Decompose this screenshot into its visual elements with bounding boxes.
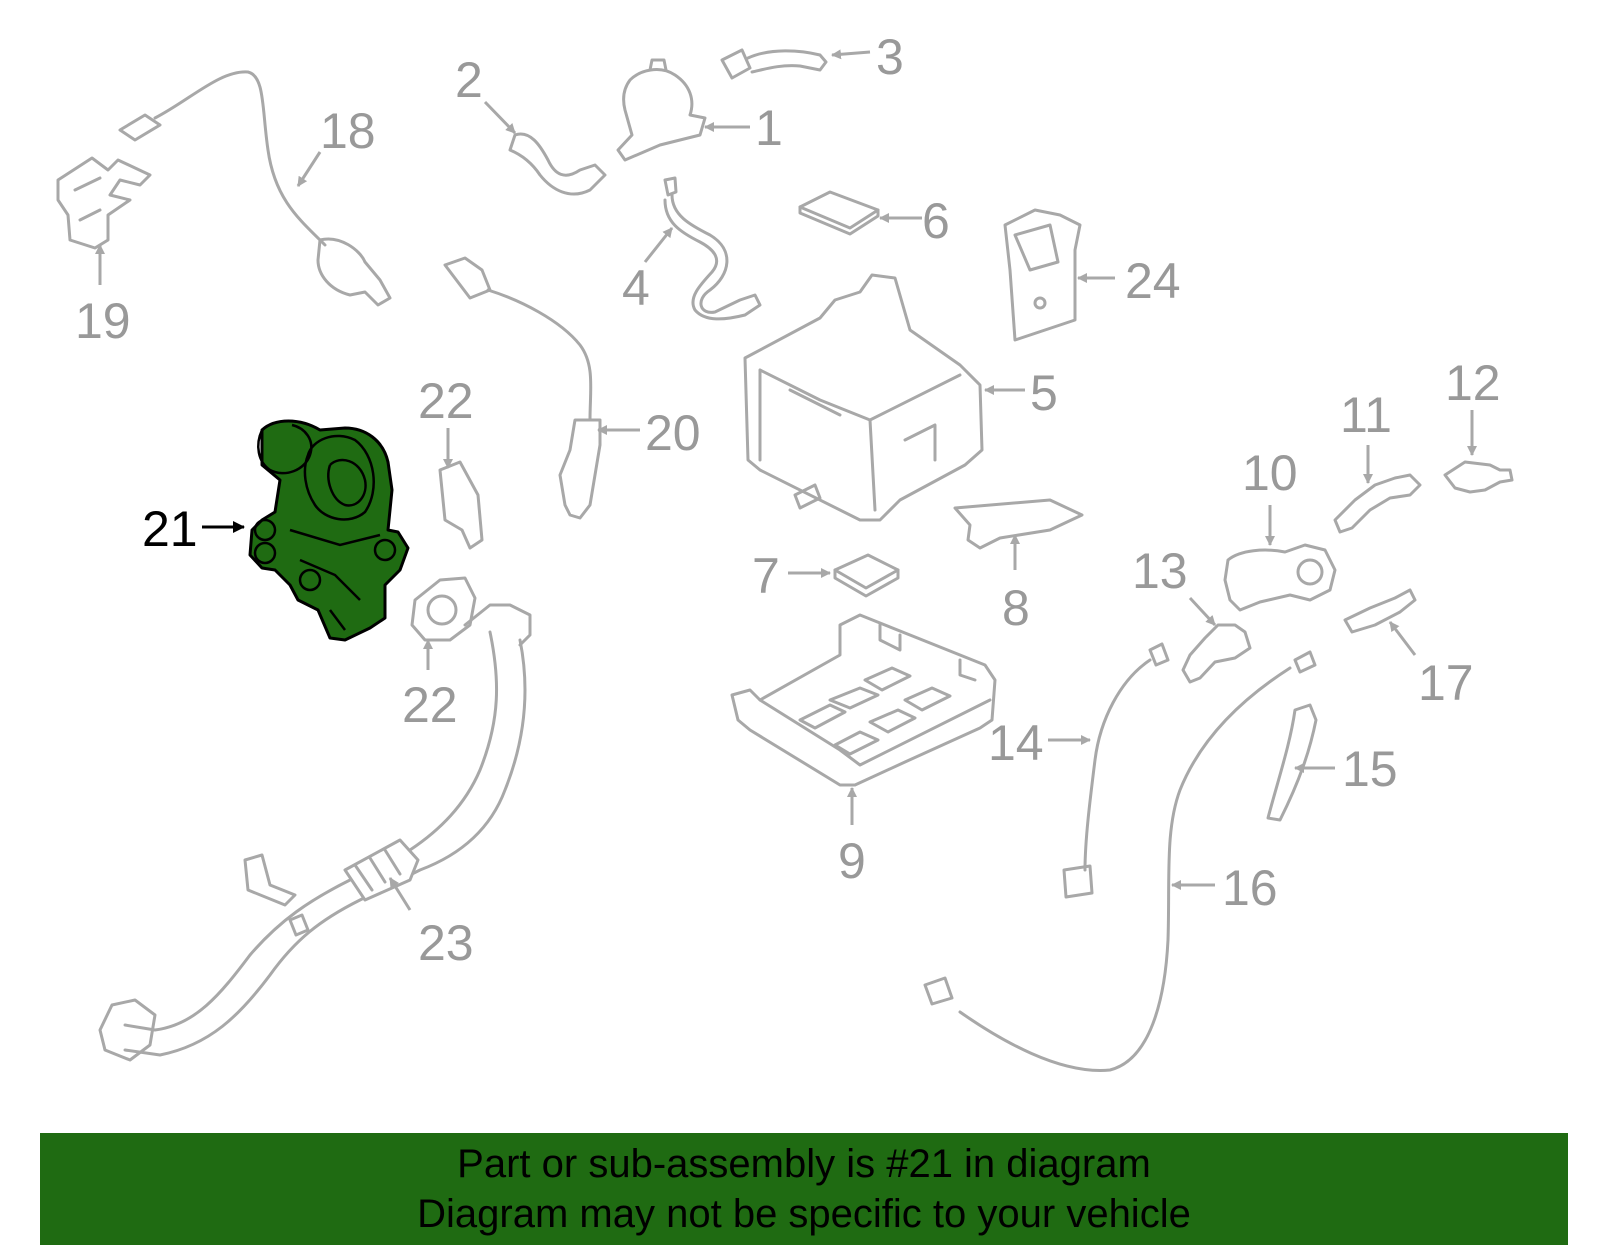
callout-4: 4 bbox=[622, 260, 650, 316]
callout-8: 8 bbox=[1002, 580, 1030, 636]
part-18-sensor[interactable] bbox=[118, 70, 392, 307]
part-17-hose[interactable] bbox=[1343, 588, 1417, 634]
info-banner: Part or sub-assembly is #21 in diagram D… bbox=[40, 1133, 1568, 1245]
part-6-pad[interactable] bbox=[798, 190, 880, 236]
callout-6: 6 bbox=[922, 193, 950, 249]
part-14-harness[interactable] bbox=[1062, 642, 1170, 899]
part-11-hose[interactable] bbox=[1333, 473, 1422, 534]
part-3-connector[interactable] bbox=[720, 48, 828, 80]
part-22-lower-gasket[interactable] bbox=[410, 576, 477, 642]
part-4-pipe[interactable] bbox=[663, 176, 762, 321]
part-10-housing[interactable] bbox=[1223, 543, 1337, 612]
callout-22-lower: 22 bbox=[402, 677, 458, 733]
part-21-egr-valve-highlighted[interactable] bbox=[248, 419, 410, 642]
part-23-egr-pipe[interactable] bbox=[98, 603, 532, 1062]
callout-22-upper: 22 bbox=[418, 373, 474, 429]
callout-7: 7 bbox=[752, 548, 780, 604]
callout-2: 2 bbox=[455, 52, 483, 108]
part-24-bracket[interactable] bbox=[1003, 208, 1082, 342]
part-19-bracket[interactable] bbox=[56, 156, 152, 250]
callout-3: 3 bbox=[876, 29, 904, 85]
callout-23: 23 bbox=[418, 915, 474, 971]
callout-20: 20 bbox=[645, 405, 701, 461]
callout-21-highlighted: 21 bbox=[142, 501, 198, 557]
callout-24: 24 bbox=[1125, 253, 1181, 309]
banner-line-2: Diagram may not be specific to your vehi… bbox=[417, 1192, 1191, 1236]
part-13-connector[interactable] bbox=[1181, 623, 1252, 684]
part-2-hose[interactable] bbox=[508, 132, 607, 196]
callout-16: 16 bbox=[1222, 860, 1278, 916]
part-7-pad[interactable] bbox=[833, 553, 900, 598]
part-16-harness[interactable] bbox=[923, 650, 1317, 1072]
callout-11: 11 bbox=[1340, 387, 1392, 443]
callout-5: 5 bbox=[1030, 365, 1058, 421]
leader-lines bbox=[95, 49, 1477, 911]
part-9-tray[interactable] bbox=[730, 613, 997, 787]
part-15-hose[interactable] bbox=[1266, 703, 1318, 822]
callout-9: 9 bbox=[838, 833, 866, 889]
callout-13: 13 bbox=[1132, 543, 1188, 599]
part-8-bracket[interactable] bbox=[953, 498, 1084, 550]
callout-17: 17 bbox=[1418, 655, 1474, 711]
banner-line-1: Part or sub-assembly is #21 in diagram bbox=[457, 1142, 1151, 1186]
part-1-valve[interactable] bbox=[616, 58, 707, 162]
callout-18: 18 bbox=[320, 103, 376, 159]
part-12-sensor[interactable] bbox=[1443, 460, 1514, 494]
callout-19: 19 bbox=[75, 293, 131, 349]
callout-12: 12 bbox=[1445, 355, 1501, 411]
callout-14: 14 bbox=[988, 715, 1044, 771]
callout-1: 1 bbox=[755, 100, 783, 156]
callout-10: 10 bbox=[1242, 445, 1298, 501]
callout-15: 15 bbox=[1342, 741, 1398, 797]
part-5-canister[interactable] bbox=[743, 273, 984, 522]
part-20-oxygen-sensor[interactable] bbox=[443, 256, 602, 520]
part-22-upper-gasket[interactable] bbox=[438, 460, 484, 550]
